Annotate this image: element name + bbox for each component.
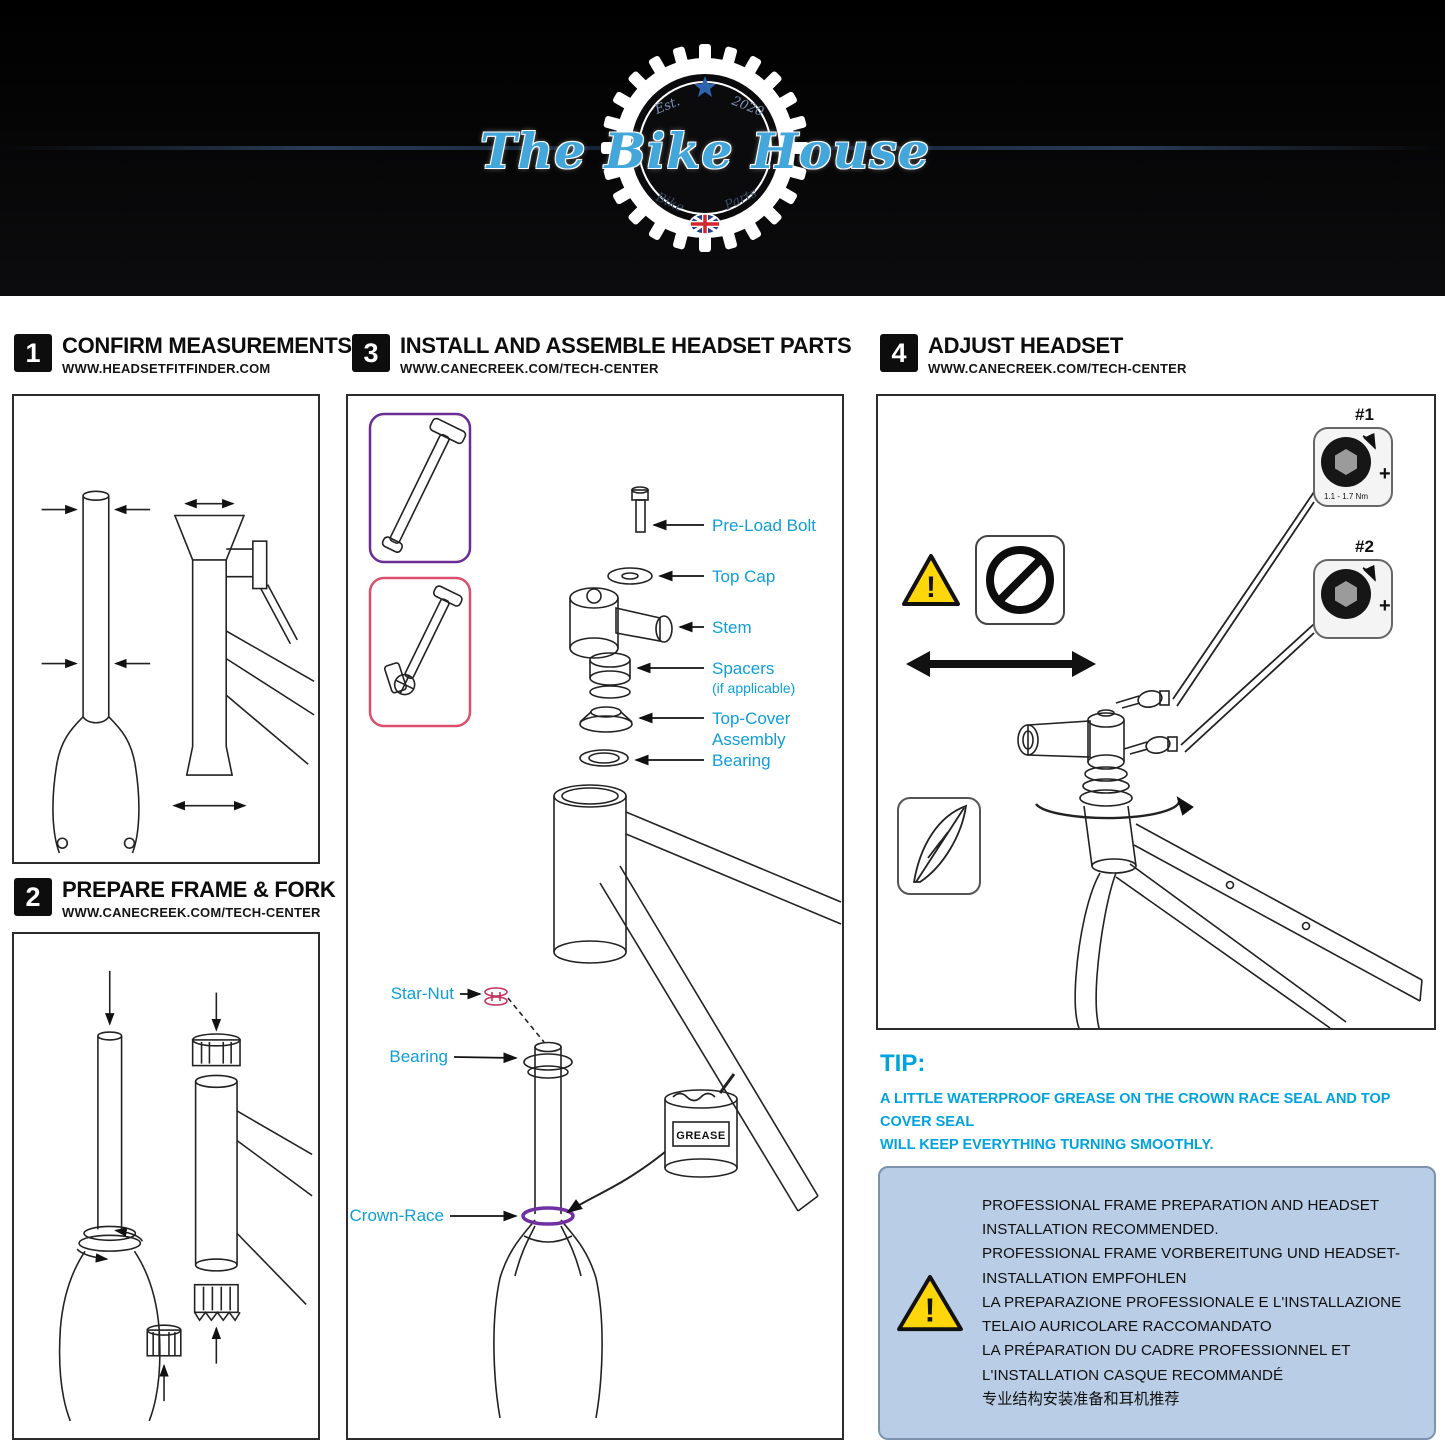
section-4-title: ADJUST HEADSET — [928, 333, 1124, 358]
plus-glyph-1: + — [1379, 463, 1391, 485]
label-preload-bolt: Pre-Load Bolt — [712, 516, 816, 535]
adjust-diagram-box: ! #1 — [876, 394, 1436, 1030]
adjust-diagram: ! #1 — [897, 405, 1423, 1028]
prepare-diagram-box — [12, 932, 320, 1440]
grease-can — [566, 1073, 738, 1214]
step2-label: #2 — [1355, 537, 1374, 556]
plus-glyph-2: + — [1379, 595, 1391, 617]
exclaim-glyph: ! — [926, 571, 936, 604]
upper-bearing-part — [579, 749, 629, 767]
label-star-nut: Star-Nut — [391, 984, 455, 1003]
frame-head-tube — [553, 784, 842, 1212]
section-2-title: PREPARE FRAME & FORK — [62, 877, 336, 902]
label-bearing-lower: Bearing — [389, 1047, 448, 1066]
allen-key-icon-1: #1 + 1.1 - 1.7 Nm — [1313, 405, 1393, 507]
assembly-diagram-box: Pre-Load Bolt Top Cap Stem Spacers (if a… — [346, 394, 844, 1440]
section-1-url: WWW.HEADSETFITFINDER.COM — [62, 361, 271, 377]
logo-wordmark: The Bike House — [480, 122, 930, 180]
label-spacers-note: (if applicable) — [712, 680, 795, 696]
label-top-cap: Top Cap — [712, 567, 775, 586]
label-spacers: Spacers — [712, 659, 774, 678]
section-2-url: WWW.CANECREEK.COM/TECH-CENTER — [62, 905, 321, 921]
star-nut-setter-socket — [383, 662, 407, 694]
section-4-header: 4 ADJUST HEADSET WWW.CANECREEK.COM/TECH-… — [880, 334, 1187, 376]
chainring-gear — [601, 44, 809, 252]
feather-icon — [897, 797, 981, 895]
bike-house-logo: Est. 2020 Bike Parts — [601, 44, 809, 252]
measure-diagram-box — [12, 394, 320, 864]
allen-key-icon-2: #2 + — [1313, 537, 1393, 639]
star-nut-setter-tool — [393, 585, 463, 696]
star-nut-guide-line — [507, 997, 545, 1043]
section-3-header: 3 INSTALL AND ASSEMBLE HEADSET PARTS WWW… — [352, 333, 852, 377]
top-cover-part — [579, 706, 633, 733]
star-nut-setter-toolbox — [368, 576, 472, 728]
caliper — [226, 540, 298, 645]
prepare-diagram — [58, 970, 313, 1422]
label-assembly: Assembly — [712, 730, 786, 749]
side-to-side-arrow — [906, 651, 1096, 677]
fork-steerer-assembly — [493, 1041, 603, 1419]
step1-label: #1 — [1355, 405, 1374, 424]
fork-steerer — [52, 490, 140, 854]
torque-label: 1.1 - 1.7 Nm — [1324, 492, 1368, 501]
uk-flag-icon — [689, 213, 721, 235]
head-tube — [172, 498, 315, 811]
step-3-badge: 3 — [352, 334, 390, 372]
callout-lines — [1172, 491, 1315, 753]
tip-section: TIP: A LITTLE WATERPROOF GREASE ON THE C… — [880, 1050, 1436, 1158]
tip-title: TIP: — [880, 1050, 926, 1077]
label-stem: Stem — [712, 618, 752, 637]
star-nut-part — [484, 987, 508, 1006]
head-tube-cup-press — [191, 992, 313, 1364]
part-callout-arrows — [450, 519, 704, 1222]
warning-it: LA PREPARAZIONE PROFESSIONALE E L'INSTAL… — [982, 1293, 1402, 1336]
step-2-badge: 2 — [14, 878, 52, 916]
crown-race-part — [521, 1206, 575, 1226]
professional-install-warning: ! PROFESSIONAL FRAME PREPARATION AND HEA… — [878, 1166, 1436, 1440]
section-2-header: 2 PREPARE FRAME & FORK WWW.CANECREEK.COM… — [14, 878, 336, 920]
section-3-title: INSTALL AND ASSEMBLE HEADSET PARTS — [400, 333, 852, 358]
stem-part — [569, 587, 673, 659]
label-grease: GREASE — [676, 1130, 725, 1142]
section-4-url: WWW.CANECREEK.COM/TECH-CENTER — [928, 361, 1187, 377]
label-top-cover: Top-Cover — [712, 709, 791, 728]
top-cap-part — [607, 567, 653, 585]
pointing-hand-icon — [1115, 689, 1170, 709]
warning-triangle-icon: ! — [897, 1274, 963, 1332]
tip-line-2: WILL KEEP EVERYTHING TURNING SMOOTHLY. — [880, 1137, 1214, 1154]
warning-de: PROFESSIONAL FRAME VORBEREITUNG UND HEAD… — [982, 1245, 1400, 1287]
rotate-arrow — [1035, 796, 1194, 820]
stem-headset-assembly — [1017, 709, 1423, 1028]
slide-hammer-toolbox — [368, 412, 472, 564]
spacers-part — [589, 652, 631, 699]
warning-en: PROFESSIONAL FRAME PREPARATION AND HEADS… — [982, 1196, 1379, 1238]
section-3-url: WWW.CANECREEK.COM/TECH-CENTER — [400, 361, 659, 377]
step-1-badge: 1 — [14, 334, 52, 372]
star-nut-cup — [146, 1324, 182, 1402]
header-banner: Est. 2020 Bike Parts The Bike House — [0, 0, 1445, 296]
warning-text: PROFESSIONAL FRAME PREPARATION AND HEADS… — [982, 1194, 1418, 1413]
tip-line-1: A LITTLE WATERPROOF GREASE ON THE CROWN … — [880, 1091, 1391, 1131]
measure-diagram — [41, 490, 315, 854]
exclaim-glyph: ! — [925, 1291, 936, 1328]
no-turn-icon — [975, 535, 1065, 625]
section-1-title: CONFIRM MEASUREMENTS — [62, 333, 352, 358]
slide-hammer-tool — [381, 417, 467, 553]
label-crown-race: Crown-Race — [350, 1206, 444, 1225]
pointing-hand-icon-2 — [1123, 735, 1178, 755]
step-4-badge: 4 — [880, 334, 918, 372]
part-labels: Pre-Load Bolt Top Cap Stem Spacers (if a… — [350, 516, 817, 1225]
section-1-header: 1 CONFIRM MEASUREMENTS WWW.HEADSETFITFIN… — [14, 334, 352, 376]
label-bearing: Bearing — [712, 751, 771, 770]
fork-crown-race-install — [58, 970, 161, 1422]
warning-triangle-icon: ! — [902, 554, 960, 606]
preload-bolt-part — [631, 486, 649, 533]
warning-fr: LA PRÉPARATION DU CADRE PROFESSIONNEL ET… — [982, 1342, 1351, 1384]
measure-arrows — [41, 504, 151, 669]
warning-zh: 专业结构安装准备和耳机推荐 — [982, 1391, 1180, 1409]
logo-star-icon — [694, 76, 716, 97]
assembly-diagram: Pre-Load Bolt Top Cap Stem Spacers (if a… — [350, 412, 842, 1419]
